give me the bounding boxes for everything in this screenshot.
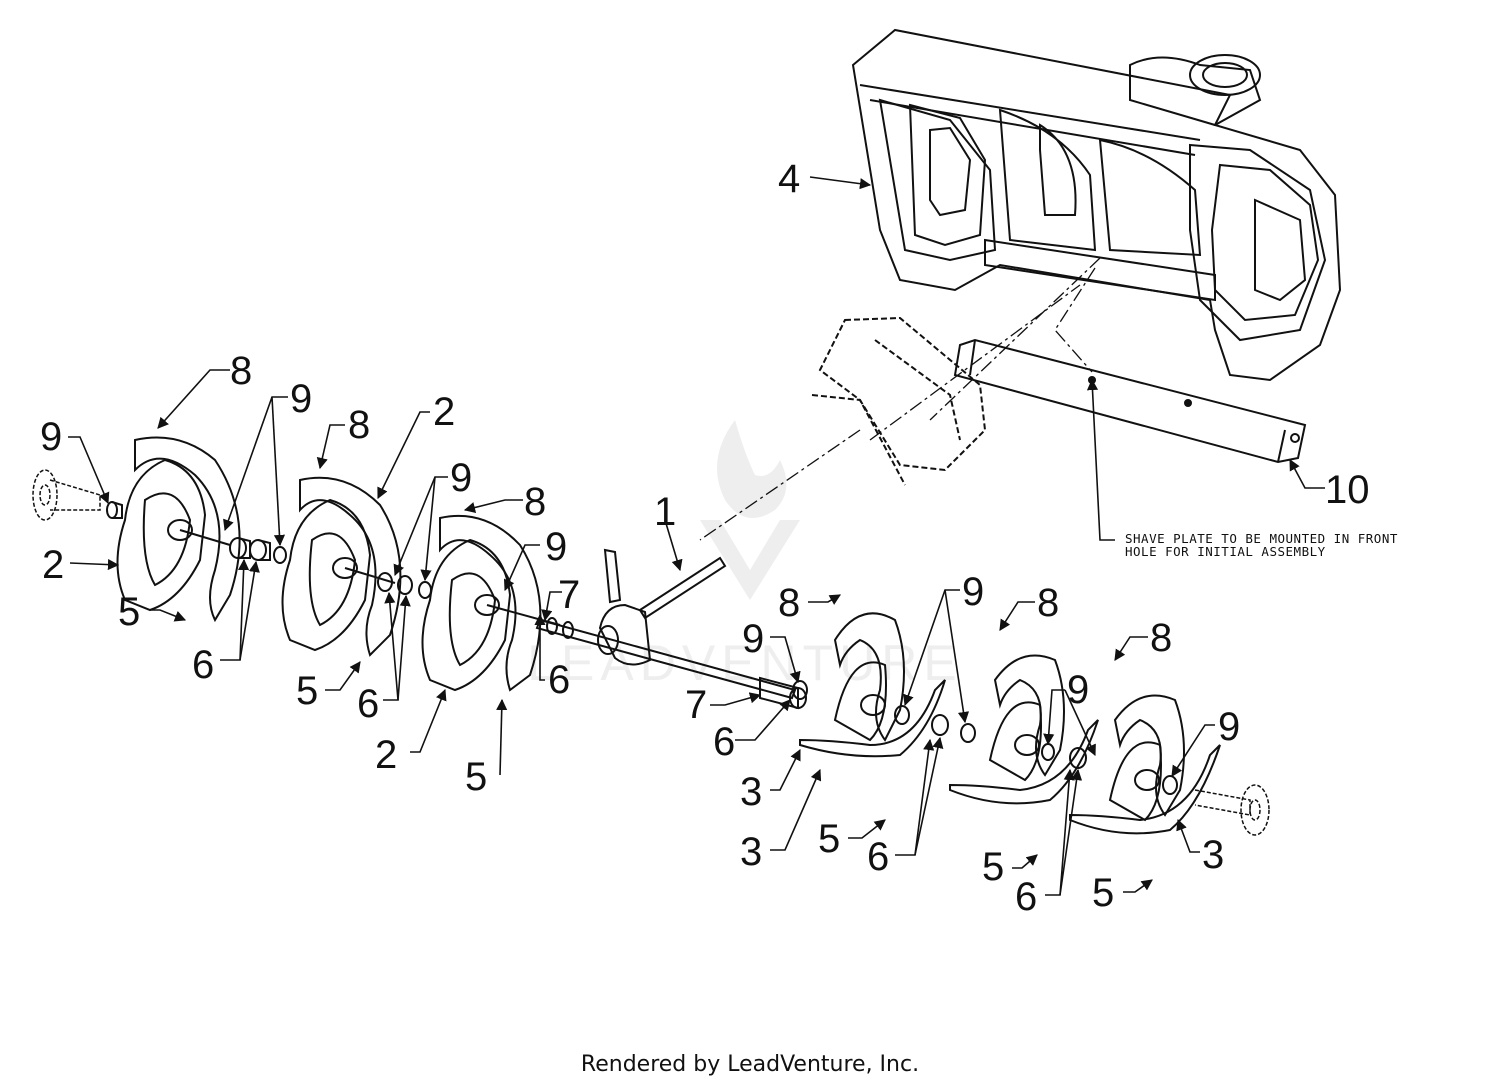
auger-right-outer-part-3 xyxy=(1069,694,1221,835)
shave-plate-part-10 xyxy=(953,338,1307,464)
callout-9: 9 xyxy=(40,415,62,459)
callout-3: 3 xyxy=(740,830,762,874)
auger-shaft-part-1 xyxy=(535,548,807,710)
callout-9: 9 xyxy=(450,456,472,500)
callout-4: 4 xyxy=(778,157,800,201)
callout-10: 10 xyxy=(1325,468,1370,512)
callout-labels: 1 2 2 2 3 3 3 4 5 5 5 5 5 5 6 6 6 6 6 6 … xyxy=(40,157,1370,919)
callout-8: 8 xyxy=(524,480,546,524)
callout-3: 3 xyxy=(1202,833,1224,877)
callout-9: 9 xyxy=(545,525,567,569)
bushings-and-spacers xyxy=(106,501,1178,795)
callout-5: 5 xyxy=(818,817,840,861)
callout-3: 3 xyxy=(740,770,762,814)
hub-left xyxy=(32,469,101,521)
callout-6: 6 xyxy=(357,682,379,726)
auger-left-mid-part-2 xyxy=(281,476,402,657)
hub-right xyxy=(1194,784,1270,836)
callout-1: 1 xyxy=(654,490,676,534)
callout-8: 8 xyxy=(1037,581,1059,625)
callout-8: 8 xyxy=(348,403,370,447)
auger-housing-part-4 xyxy=(851,28,1342,382)
callout-8: 8 xyxy=(1150,616,1172,660)
callout-5: 5 xyxy=(1092,871,1114,915)
callout-9: 9 xyxy=(1067,668,1089,712)
callout-9: 9 xyxy=(1218,705,1240,749)
auger-center-left-part-2 xyxy=(421,514,561,692)
assembly-centerlines xyxy=(699,257,1101,541)
auger-right-center-part-3 xyxy=(799,612,946,758)
leader-lines xyxy=(68,176,1325,896)
note-line-2: HOLE FOR INITIAL ASSEMBLY xyxy=(1125,544,1326,559)
callout-6: 6 xyxy=(713,720,735,764)
callout-5: 5 xyxy=(982,845,1004,889)
callout-9: 9 xyxy=(962,570,984,614)
callout-2: 2 xyxy=(42,543,64,587)
callout-9: 9 xyxy=(290,377,312,421)
callout-6: 6 xyxy=(548,658,570,702)
callout-5: 5 xyxy=(118,590,140,634)
callout-7: 7 xyxy=(558,573,580,617)
assembly-note: SHAVE PLATE TO BE MOUNTED IN FRONT HOLE … xyxy=(1125,531,1398,559)
footer-credit: Rendered by LeadVenture, Inc. xyxy=(580,1052,920,1077)
callout-5: 5 xyxy=(296,669,318,713)
callout-2: 2 xyxy=(433,390,455,434)
gearbox-ghost xyxy=(811,316,987,486)
auger-right-mid-part-3 xyxy=(949,654,1099,805)
callout-8: 8 xyxy=(230,349,252,393)
callout-9: 9 xyxy=(742,617,764,661)
callout-6: 6 xyxy=(1015,875,1037,919)
note-line-1: SHAVE PLATE TO BE MOUNTED IN FRONT xyxy=(1125,531,1398,546)
callout-5: 5 xyxy=(465,755,487,799)
callout-6: 6 xyxy=(192,643,214,687)
auger-left-outer-part-2 xyxy=(116,436,241,623)
callout-6: 6 xyxy=(867,835,889,879)
callout-8: 8 xyxy=(778,581,800,625)
callout-2: 2 xyxy=(375,733,397,777)
callout-7: 7 xyxy=(685,683,707,727)
